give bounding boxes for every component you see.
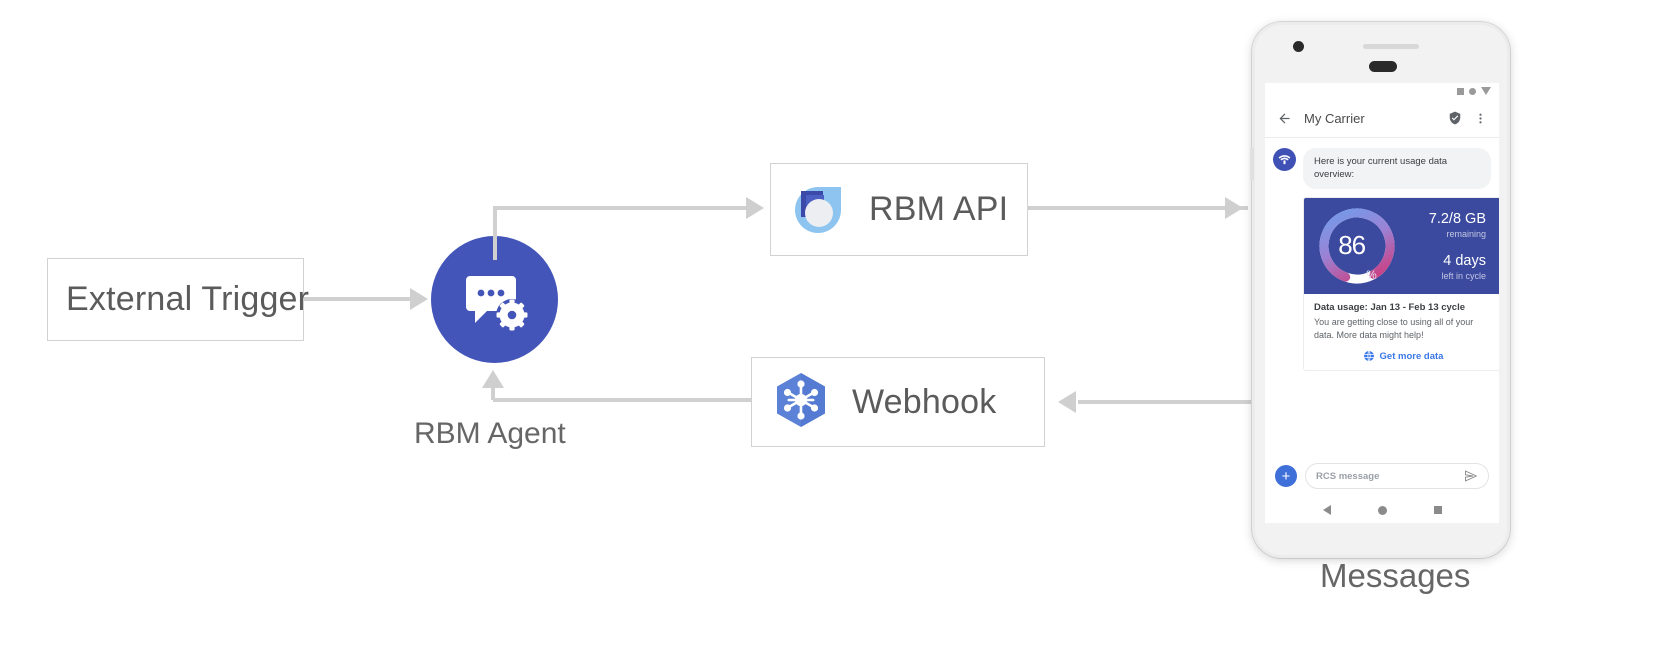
data-remaining-label: remaining <box>1446 228 1486 239</box>
message-row: Here is your current usage data overview… <box>1273 148 1491 189</box>
usage-gauge-value-wrap: 86 % <box>1314 203 1400 289</box>
usage-gauge-percent: % <box>1366 267 1377 282</box>
phone-device: My Carrier 12:30 PM <box>1250 22 1510 558</box>
more-vert-icon[interactable] <box>1474 112 1487 125</box>
external-trigger-label: External Trigger <box>66 280 310 318</box>
node-webhook[interactable]: Webhook <box>751 357 1045 447</box>
usage-gauge: 86 % <box>1314 203 1400 289</box>
back-nav-icon[interactable] <box>1322 505 1331 515</box>
rbm-api-droplet-icon <box>795 186 841 233</box>
rbm-api-label: RBM API <box>869 190 1009 228</box>
carrier-wifi-avatar-icon <box>1273 148 1296 171</box>
phone-power-button[interactable] <box>1250 147 1254 181</box>
rich-card-text: You are getting close to using all of yo… <box>1314 316 1474 341</box>
arrow-webhook-to-agent-head <box>482 370 504 388</box>
rcs-message-placeholder: RCS message <box>1316 470 1380 482</box>
arrow-phone-to-webhook-head <box>1058 391 1076 413</box>
arrow-api-to-phone-head <box>1225 197 1243 219</box>
message-bubble: Here is your current usage data overview… <box>1303 148 1491 189</box>
webhook-hexagon-nodes-icon <box>777 373 825 427</box>
arrow-trigger-to-agent-head <box>410 288 428 310</box>
status-bar <box>1265 83 1499 99</box>
app-bar: My Carrier 12:30 PM <box>1265 99 1499 148</box>
rich-card-title: Data usage: Jan 13 - Feb 13 cycle <box>1314 301 1466 313</box>
globe-icon <box>1363 350 1374 362</box>
recents-nav-icon[interactable] <box>1433 506 1442 514</box>
phone-screen: My Carrier 12:30 PM <box>1265 83 1499 523</box>
arrow-agent-to-api-vertical <box>493 208 497 260</box>
usage-gauge-value: 86 <box>1338 230 1366 261</box>
back-arrow-icon[interactable] <box>1277 111 1292 126</box>
arrow-phone-to-webhook-line <box>1078 400 1268 404</box>
days-left-value: 4 days <box>1443 252 1486 269</box>
webhook-label: Webhook <box>852 382 997 421</box>
get-more-data-button[interactable]: Get more data <box>1314 350 1492 364</box>
messages-caption: Messages <box>1320 557 1471 594</box>
plus-icon[interactable]: + <box>1275 465 1297 487</box>
arrow-webhook-to-agent-vertical <box>491 388 495 400</box>
chat-gear-icon <box>465 275 528 331</box>
get-more-data-label: Get more data <box>1379 350 1444 362</box>
days-left-label: left in cycle <box>1441 270 1486 281</box>
arrow-webhook-to-agent-line <box>493 398 752 402</box>
arrow-trigger-to-agent-line <box>304 297 414 301</box>
arrow-agent-to-api-head <box>746 197 764 219</box>
rich-card[interactable]: 86 % 7.2/8 GB remaining 4 days left in c… <box>1303 196 1499 372</box>
usage-stats: 7.2/8 GB remaining 4 days left in cycle <box>1400 211 1492 280</box>
rbm-agent-caption: RBM Agent <box>414 417 566 450</box>
earpiece-speaker-top <box>1363 44 1419 49</box>
home-nav-icon[interactable] <box>1377 505 1387 515</box>
rich-card-hero: 86 % 7.2/8 GB remaining 4 days left in c… <box>1304 197 1499 294</box>
data-remaining-value: 7.2/8 GB <box>1428 211 1486 228</box>
verified-shield-icon[interactable] <box>1448 111 1462 125</box>
app-bar-title: My Carrier <box>1304 110 1365 126</box>
android-nav-bar <box>1265 497 1499 523</box>
node-external-trigger[interactable]: External Trigger <box>47 258 309 341</box>
message-composer: + RCS message <box>1265 455 1499 497</box>
square-icon <box>1457 87 1464 95</box>
front-camera <box>1293 41 1304 52</box>
arrow-api-to-phone-line <box>1028 206 1248 210</box>
earpiece-speaker <box>1369 61 1397 72</box>
arrow-agent-to-api-line <box>493 206 749 210</box>
rcs-message-input[interactable]: RCS message <box>1305 463 1489 489</box>
send-icon[interactable] <box>1464 469 1478 483</box>
conversation-area: Here is your current usage data overview… <box>1265 138 1499 455</box>
triangle-icon <box>1481 87 1491 95</box>
node-rbm-api[interactable]: RBM API <box>770 163 1028 256</box>
circle-icon <box>1469 87 1476 95</box>
rich-card-body: Data usage: Jan 13 - Feb 13 cycle You ar… <box>1304 294 1499 370</box>
